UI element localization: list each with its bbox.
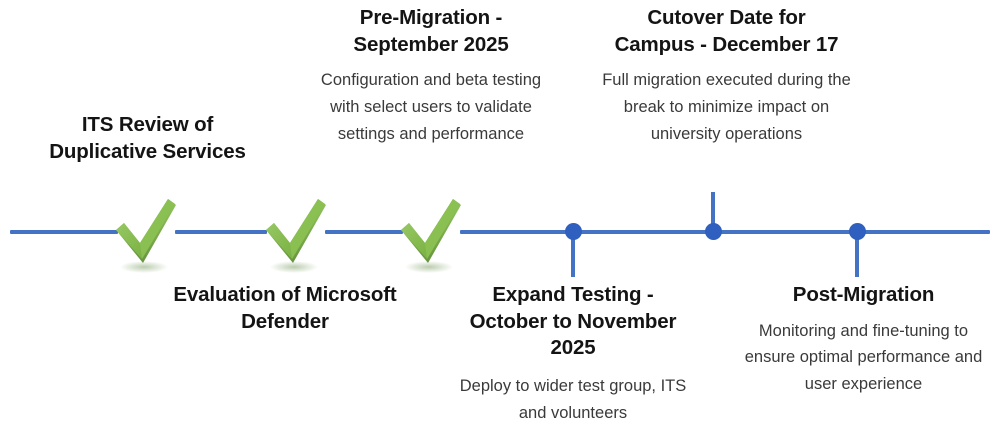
milestone-title-cutover-date: Cutover Date for Campus - December 17 (614, 6, 839, 56)
milestone-title-pre-migration: Pre-Migration - September 2025 (353, 6, 509, 56)
milestone-block-post-migration: Post-Migration Monitoring and fine-tunin… (741, 282, 986, 398)
green-check-icon (266, 199, 326, 273)
milestone-block-expand-testing: Expand Testing - October to November 202… (459, 282, 687, 426)
milestone-title-evaluation-defender: Evaluation of Microsoft Defender (173, 283, 397, 333)
milestone-block-evaluation-defender: Evaluation of Microsoft Defender (160, 282, 410, 335)
milestone-desc-cutover-date: Full migration executed during the break… (602, 71, 851, 143)
milestone-marker-check-evaluation-defender[interactable] (262, 197, 330, 273)
milestone-stem-post-migration (855, 232, 859, 277)
milestone-desc-post-migration: Monitoring and fine-tuning to ensure opt… (744, 321, 983, 394)
milestone-marker-dot-expand-testing[interactable] (565, 223, 582, 240)
green-check-icon (116, 199, 176, 273)
milestone-block-cutover-date: Cutover Date for Campus - December 17 Fu… (600, 5, 853, 147)
axis-segment-1 (10, 230, 118, 234)
milestone-title-expand-testing: Expand Testing - October to November 202… (469, 283, 677, 360)
milestone-block-pre-migration: Pre-Migration - September 2025 Configura… (318, 5, 544, 147)
milestone-stem-expand-testing (571, 232, 575, 277)
milestone-marker-check-its-review[interactable] (112, 197, 180, 273)
milestone-title-post-migration: Post-Migration (792, 283, 935, 306)
axis-segment-4 (460, 230, 990, 234)
green-check-icon (401, 199, 461, 273)
axis-segment-2 (175, 230, 267, 234)
milestone-desc-pre-migration: Configuration and beta testing with sele… (320, 71, 542, 143)
milestone-marker-dot-cutover-date[interactable] (705, 223, 722, 240)
milestone-marker-dot-post-migration[interactable] (849, 223, 866, 240)
milestone-block-its-review: ITS Review of Duplicative Services (45, 112, 250, 165)
milestone-stem-cutover-date (711, 192, 715, 236)
axis-segment-3 (325, 230, 403, 234)
milestone-title-its-review: ITS Review of Duplicative Services (49, 113, 246, 163)
milestone-desc-expand-testing: Deploy to wider test group, ITS and volu… (459, 376, 687, 422)
milestone-marker-check-pre-migration[interactable] (397, 197, 465, 273)
